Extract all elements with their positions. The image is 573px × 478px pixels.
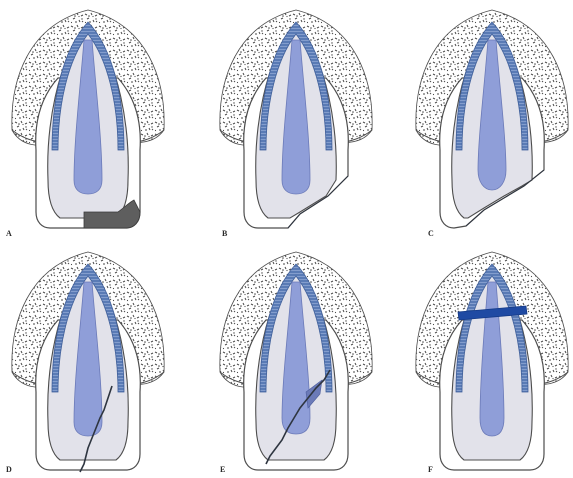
- panel-label-e: E: [220, 465, 225, 474]
- panel-label-a: A: [6, 229, 12, 238]
- panel-label-c: C: [428, 229, 434, 238]
- panel-d: D: [6, 252, 164, 474]
- panel-label-d: D: [6, 465, 12, 474]
- panel-e: E: [220, 252, 372, 474]
- panel-f: F: [416, 252, 568, 474]
- panel-c: C: [416, 10, 568, 238]
- panel-label-b: B: [222, 229, 228, 238]
- panel-a: A: [6, 10, 164, 238]
- panel-label-f: F: [428, 465, 433, 474]
- panel-b: B: [220, 10, 372, 238]
